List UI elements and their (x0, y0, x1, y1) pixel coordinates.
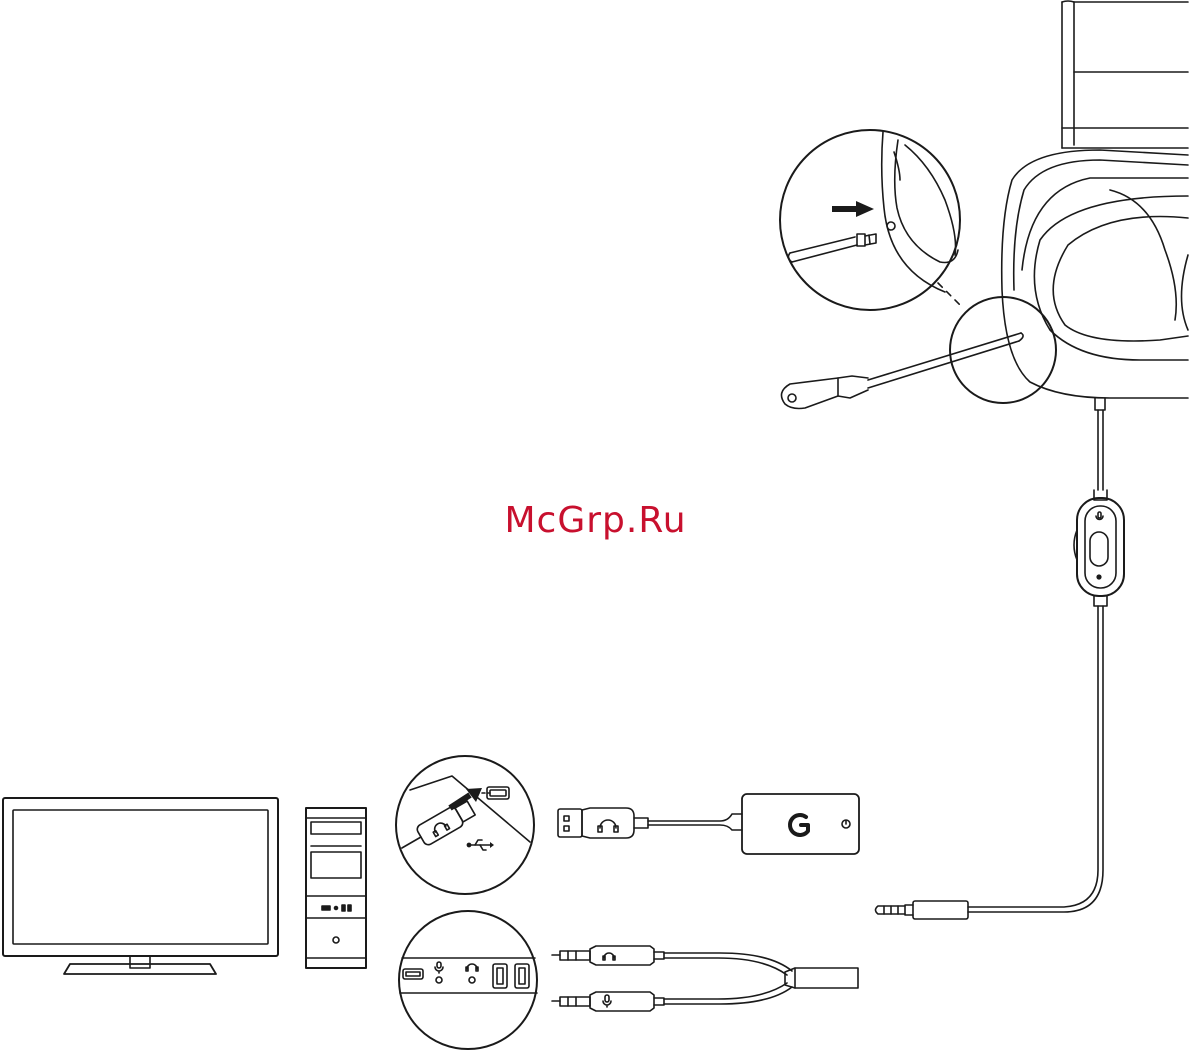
combo-jack-plug (876, 901, 969, 919)
headset (1002, 1, 1188, 410)
audio-ports-zoom (399, 911, 537, 1049)
mic-jack-highlight (938, 283, 1056, 403)
monitor (3, 798, 278, 974)
headset-icon (598, 820, 618, 832)
usb-port-zoom (396, 756, 534, 894)
headphone-icon (466, 964, 478, 971)
arrow-right-icon (450, 788, 482, 808)
inline-controller (1074, 498, 1124, 596)
headphone-icon (603, 953, 615, 960)
microphone-icon (603, 995, 611, 1007)
arrow-right-icon (832, 201, 874, 217)
main-cable (876, 410, 1125, 919)
microphone-icon (1096, 512, 1103, 520)
pc-tower (306, 808, 366, 968)
microphone-icon (435, 962, 443, 973)
headset-icon (431, 820, 450, 837)
usb-icon (467, 840, 494, 850)
watermark: McGrp.Ru (504, 500, 687, 541)
g-logo-icon (790, 815, 808, 835)
usb-adapter-cable (558, 794, 859, 854)
mic-jack-zoom (780, 130, 960, 310)
splitter-cable (552, 946, 858, 1011)
mic-boom (781, 333, 1023, 409)
